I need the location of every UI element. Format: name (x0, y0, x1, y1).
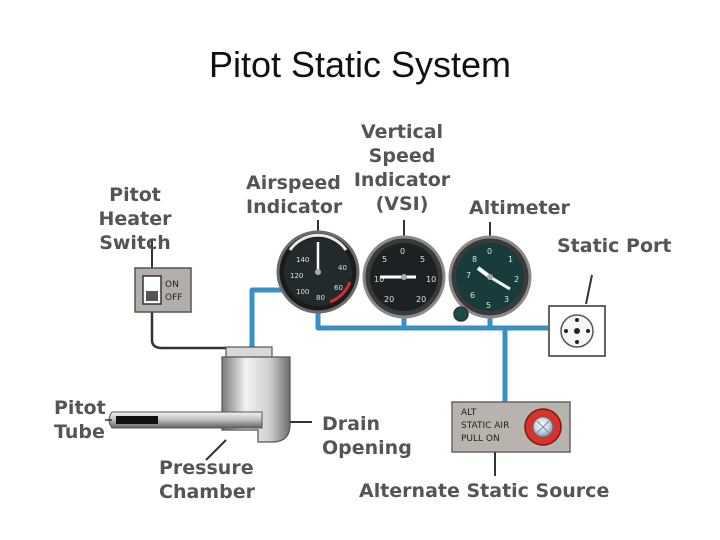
switch-on-label: ON (165, 280, 179, 290)
svg-text:5: 5 (420, 255, 425, 264)
svg-text:5: 5 (382, 255, 387, 264)
svg-text:5: 5 (486, 301, 491, 310)
svg-text:1: 1 (508, 255, 513, 264)
pitot-tube-icon (105, 346, 312, 461)
svg-text:60: 60 (334, 284, 343, 292)
svg-text:3: 3 (504, 295, 509, 304)
svg-text:140: 140 (296, 256, 309, 264)
alt-knob-label-1: ALT (461, 408, 477, 418)
alt-knob-label-2: STATIC AIR (461, 421, 509, 431)
altimeter-gauge-icon: 0 1 2 3 5 6 78 (448, 222, 532, 322)
switch-off-label: OFF (165, 293, 182, 303)
svg-text:2: 2 (514, 275, 519, 284)
alt-knob-label-3: PULL ON (461, 434, 500, 444)
svg-text:7: 7 (466, 271, 471, 280)
svg-text:40: 40 (338, 264, 347, 272)
static-port-label: Static Port (557, 235, 672, 257)
svg-text:20: 20 (416, 295, 426, 304)
svg-text:100: 100 (296, 288, 309, 296)
svg-text:20: 20 (384, 295, 394, 304)
vsi-gauge-icon: 0 5 10 20 20 10 5 (362, 220, 446, 319)
svg-text:8: 8 (472, 255, 477, 264)
static-port-icon (548, 274, 606, 357)
svg-text:10: 10 (374, 275, 384, 284)
toggle-switch-icon (134, 240, 228, 350)
slide-title: Pitot Static System (208, 44, 512, 85)
airspeed-gauge-icon: 140 120 100 80 60 40 (276, 220, 360, 314)
svg-text:6: 6 (470, 291, 475, 300)
svg-text:120: 120 (290, 272, 303, 280)
alternate-static-knob-icon (451, 401, 571, 476)
altimeter-label: Altimeter (469, 197, 570, 219)
alternate-static-source-label: Alternate Static Source (359, 480, 610, 502)
svg-text:10: 10 (426, 275, 436, 284)
svg-text:0: 0 (400, 247, 405, 256)
svg-text:80: 80 (316, 294, 325, 302)
svg-text:0: 0 (487, 247, 492, 256)
